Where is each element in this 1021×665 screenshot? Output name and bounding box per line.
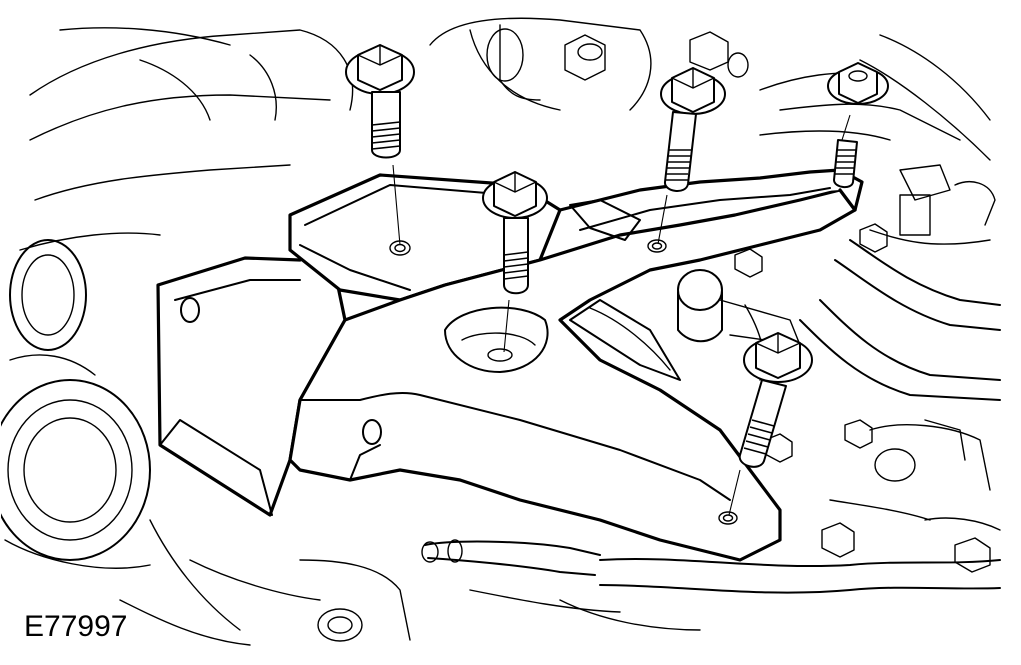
bolt-alignment-line xyxy=(657,194,668,245)
bolt-alignment-line xyxy=(392,164,401,246)
figure-id-label: E77997 xyxy=(24,610,128,643)
mounting-bolt xyxy=(482,171,548,295)
bolt-alignment-line xyxy=(728,469,741,516)
engine-background xyxy=(0,17,1001,646)
mounting-bolt xyxy=(827,62,889,188)
bolt-alignment-lines xyxy=(392,114,851,516)
bolt-alignment-line xyxy=(841,114,851,141)
bolt-alignment-line xyxy=(503,299,510,353)
mounting-bolt xyxy=(738,332,813,468)
engine-mount-bracket xyxy=(156,168,864,562)
mounting-bolt xyxy=(660,67,726,192)
mounting-bolt xyxy=(345,44,415,159)
